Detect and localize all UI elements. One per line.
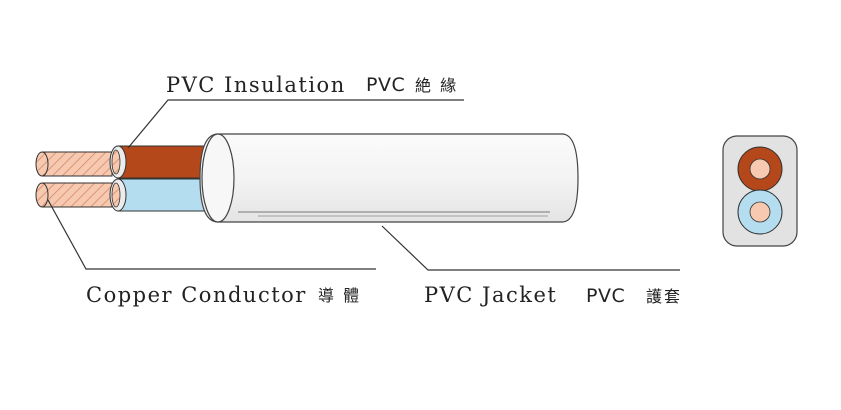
- jacket-label-en: PVC Jacket: [424, 283, 557, 307]
- conductor-label-cjk: 導 體: [318, 286, 361, 305]
- insulation-label-en: PVC Insulation: [166, 73, 346, 97]
- conductor-leader-line: [47, 199, 376, 270]
- cross-section-copper-top: [749, 158, 771, 180]
- cross-section-copper-bottom: [749, 201, 771, 223]
- jacket-leader-line: [381, 225, 680, 271]
- jacket-label-cjk: 護套: [646, 287, 682, 306]
- copper-conductor-bottom: [35, 182, 113, 208]
- pvc-jacket: [199, 133, 579, 223]
- insulation-leader-line: [127, 99, 464, 149]
- copper-conductor-top: [35, 151, 113, 177]
- insulation-label-cjk: 絶 緣: [415, 76, 458, 95]
- jacket-label-pvc: PVC: [586, 285, 625, 307]
- insulation-label-pvc: PVC: [366, 74, 405, 96]
- cable-cross-section: [722, 135, 798, 247]
- conductor-label-en: Copper Conductor: [86, 283, 307, 307]
